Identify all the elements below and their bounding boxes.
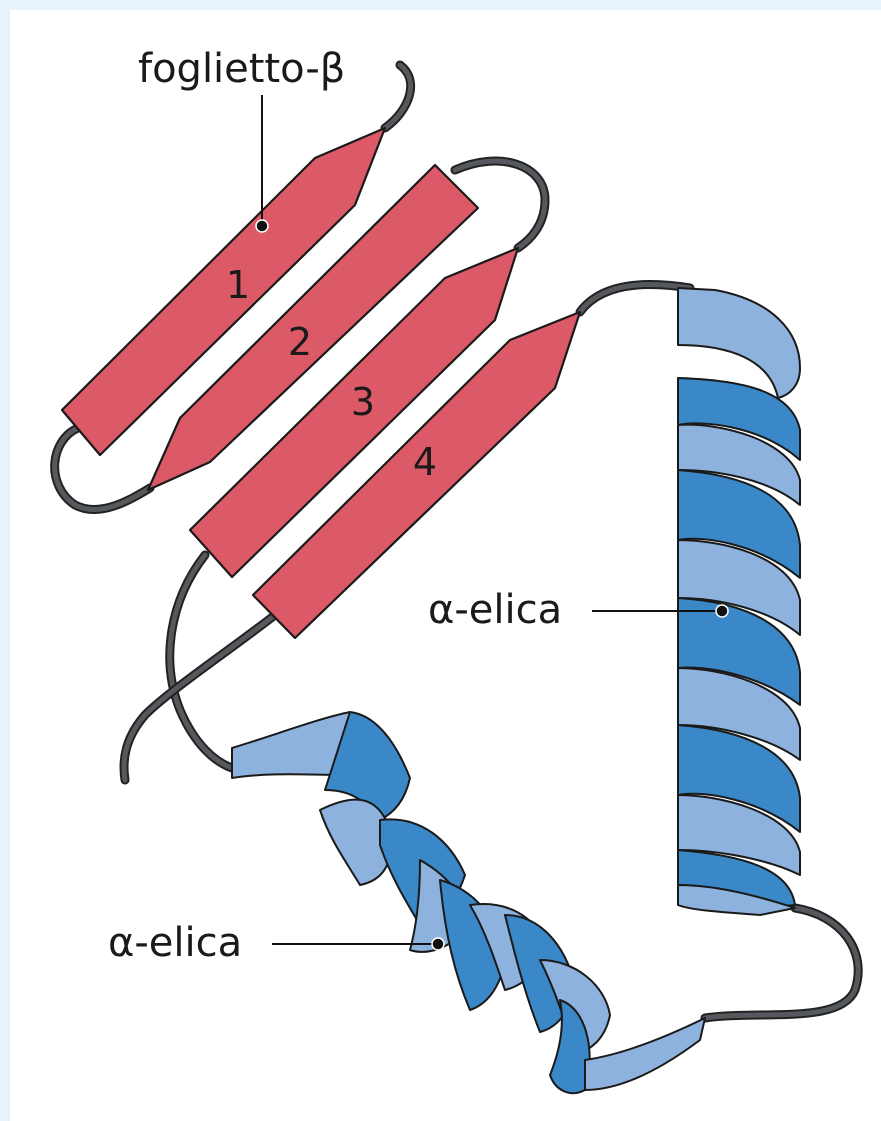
leader-dot-helix-right [716, 605, 728, 617]
protein-diagram: 1 2 3 4 foglietto-β [10, 10, 881, 1121]
label-alpha-helix-left: α-elica [108, 920, 242, 966]
strand-number-2: 2 [288, 320, 312, 364]
leader-dot-helix-left [432, 938, 444, 950]
label-foglietto-beta: foglietto-β [138, 46, 345, 92]
label-helix-left-group: α-elica [108, 920, 444, 966]
label-alpha-helix-right: α-elica [428, 587, 562, 633]
leader-dot-sheet [256, 220, 268, 232]
protein-structure-svg: 1 2 3 4 foglietto-β [10, 10, 881, 1121]
alpha-helix-right [678, 288, 800, 915]
strand-number-1: 1 [226, 263, 250, 307]
alpha-helix-left [232, 712, 705, 1093]
coil-strand3-to-helix [170, 555, 232, 768]
strand-number-3: 3 [351, 380, 375, 424]
strand-number-4: 4 [413, 440, 437, 484]
beta-sheet [62, 128, 580, 638]
